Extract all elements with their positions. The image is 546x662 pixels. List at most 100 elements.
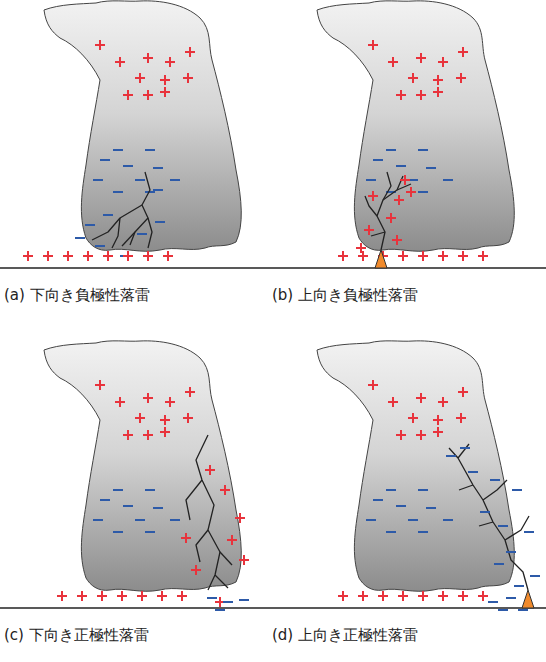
negative-charge (468, 471, 478, 473)
ground-line (0, 607, 546, 609)
positive-charge (163, 251, 173, 261)
negative-charge (396, 165, 406, 167)
positive-charge (398, 591, 408, 601)
positive-charge (418, 251, 428, 261)
panel-caption: (a) 下向き負極性落雷 (4, 286, 150, 305)
positive-charge (115, 57, 125, 67)
negative-charge (426, 507, 436, 509)
positive-charge (77, 591, 87, 601)
positive-charge (378, 591, 388, 601)
positive-charge (63, 251, 73, 261)
negative-charge (530, 575, 540, 577)
positive-charge (392, 235, 402, 245)
positive-charge (185, 47, 195, 57)
lightning-channel (483, 480, 507, 500)
positive-charge (358, 251, 368, 261)
positive-charge (160, 75, 170, 85)
negative-charge (85, 224, 95, 226)
positive-charge (386, 213, 396, 223)
negative-charge (386, 489, 396, 491)
negative-charge (155, 221, 165, 223)
negative-charge (239, 599, 249, 601)
panel (317, 1, 514, 268)
negative-charge (373, 499, 383, 501)
negative-charge (518, 609, 528, 611)
positive-charge (95, 380, 105, 390)
positive-charge (356, 243, 366, 253)
negative-charge (113, 531, 123, 533)
positive-charge (57, 591, 67, 601)
negative-charge (366, 519, 376, 521)
lightning-channel (459, 485, 473, 490)
negative-charge (93, 179, 103, 181)
negative-charge (93, 519, 103, 521)
positive-charge (123, 430, 133, 440)
positive-charge (456, 73, 466, 83)
positive-charge (135, 73, 145, 83)
lightning-channel (479, 522, 493, 526)
positive-charge (478, 251, 488, 261)
positive-charge (388, 57, 398, 67)
negative-charge (498, 609, 508, 611)
negative-charge (373, 159, 383, 161)
positive-charge (239, 555, 249, 565)
positive-charge (408, 73, 418, 83)
positive-charge (143, 430, 153, 440)
lightning-channel (220, 552, 232, 565)
positive-charge (95, 40, 105, 50)
negative-charge (460, 447, 470, 449)
negative-charge (113, 489, 123, 491)
lightning-channel (215, 575, 228, 588)
positive-charge (396, 90, 406, 100)
positive-charge (235, 513, 245, 523)
negative-charge (480, 511, 490, 513)
positive-charge (143, 90, 153, 100)
positive-charge (160, 415, 170, 425)
positive-charge (438, 397, 448, 407)
lightning-channel (186, 480, 202, 520)
panel (44, 341, 249, 610)
positive-charge (358, 591, 368, 601)
lightning-channel (458, 444, 469, 458)
negative-charge (113, 149, 123, 151)
positive-charge (23, 251, 33, 261)
positive-charge (181, 533, 191, 543)
negative-charge (103, 214, 113, 216)
positive-charge (165, 57, 175, 67)
positive-charge (458, 47, 468, 57)
positive-charge (177, 591, 187, 601)
negative-charge (145, 489, 155, 491)
positive-charge (398, 251, 408, 261)
positive-charge (135, 413, 145, 423)
negative-charge (514, 585, 524, 587)
positive-charge (165, 397, 175, 407)
positive-charge (408, 413, 418, 423)
lightning-channel (112, 218, 120, 248)
negative-charge (426, 167, 436, 169)
positive-charge (458, 591, 468, 601)
positive-charge (143, 393, 153, 403)
ground-line (0, 267, 546, 269)
lightning-channel (196, 530, 208, 562)
negative-charge (223, 601, 233, 603)
tower (375, 250, 387, 268)
negative-charge (153, 189, 163, 191)
negative-charge (524, 531, 534, 533)
positive-charge (458, 387, 468, 397)
positive-charge (43, 251, 53, 261)
negative-charge (418, 489, 428, 491)
negative-charge (123, 165, 133, 167)
positive-charge (137, 591, 147, 601)
positive-charge (368, 191, 378, 201)
negative-charge (113, 191, 123, 193)
negative-charge (418, 191, 428, 193)
positive-charge (394, 195, 404, 205)
positive-charge (416, 53, 426, 63)
positive-charge (416, 430, 426, 440)
negative-charge (396, 505, 406, 507)
negative-charge (512, 489, 522, 491)
tower (522, 590, 534, 608)
positive-charge (183, 73, 193, 83)
positive-charge (123, 251, 133, 261)
positive-charge (157, 591, 167, 601)
